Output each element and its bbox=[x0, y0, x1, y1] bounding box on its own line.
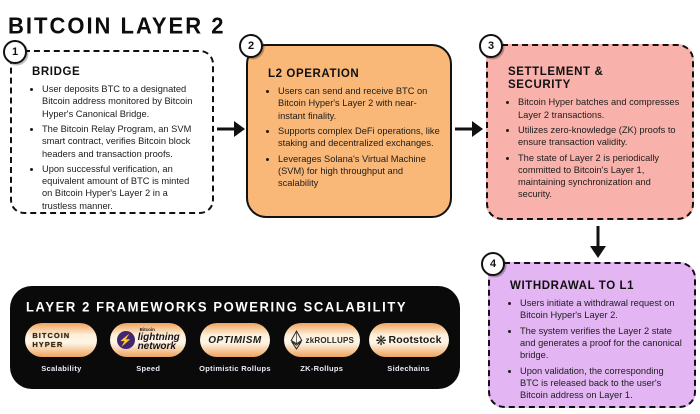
rootstock-logo-pill: ❋ Rootstock bbox=[368, 323, 449, 357]
arrow-step2-to-step3 bbox=[455, 121, 483, 137]
bullet: Upon successful verification, an equival… bbox=[42, 163, 202, 212]
rootstock-rosette-icon: ❋ bbox=[375, 332, 387, 348]
step-title-bridge: BRIDGE bbox=[32, 66, 81, 78]
framework-label-scalability: Scalability bbox=[41, 364, 82, 373]
bullet: Bitcoin Hyper batches and compresses Lay… bbox=[518, 96, 682, 121]
framework-label-zk-rollups: ZK-Rollups bbox=[300, 364, 344, 373]
step-box-withdrawal: 4 WITHDRAWAL TO L1 Users initiate a with… bbox=[481, 252, 696, 408]
step-box-bridge: 1 BRIDGE User deposits BTC to a designat… bbox=[3, 40, 214, 214]
lightning-network-logo-pill: ⚡ Bitcoin lightning network bbox=[110, 323, 187, 357]
step-number-badge-1: 1 bbox=[3, 40, 27, 64]
lightning-bolt-icon: ⚡ bbox=[116, 331, 135, 349]
step-number-badge-4: 4 bbox=[481, 252, 505, 276]
framework-item-lightning-network: ⚡ Bitcoin lightning network Speed bbox=[105, 323, 192, 373]
rootstock-wordmark: Rootstock bbox=[388, 334, 442, 346]
step-title-settlement-security: SETTLEMENT & SECURITY bbox=[508, 66, 604, 92]
bullet: The system verifies the Layer 2 state an… bbox=[520, 325, 684, 362]
bullet: The state of Layer 2 is periodically com… bbox=[518, 152, 682, 201]
bullet: Leverages Solana's Virtual Machine (SVM)… bbox=[278, 153, 440, 190]
bullet: Users initiate a withdrawal request on B… bbox=[520, 297, 684, 322]
bullet: Supports complex DeFi operations, like s… bbox=[278, 125, 440, 150]
frameworks-panel-title: LAYER 2 FRAMEWORKS POWERING SCALABILITY bbox=[26, 299, 408, 315]
arrow-step3-to-step4 bbox=[590, 226, 606, 258]
framework-pill-row: BITCOIN HYPER Scalability ⚡ Bitcoin ligh… bbox=[10, 323, 460, 373]
lightning-small-text: Bitcoin bbox=[139, 327, 155, 333]
step-bullets-withdrawal: Users initiate a withdrawal request on B… bbox=[504, 297, 684, 401]
step-title-l2-operation: L2 OPERATION bbox=[268, 68, 360, 80]
step-title-withdrawal: WITHDRAWAL TO L1 bbox=[510, 280, 635, 292]
framework-item-optimism: OPTIMISM Optimistic Rollups bbox=[192, 323, 279, 373]
step-box-settlement-security: 3 SETTLEMENT & SECURITY Bitcoin Hyper ba… bbox=[479, 34, 694, 220]
zk-rollups-logo-pill: zkROLLUPS bbox=[283, 323, 360, 357]
bullet: The Bitcoin Relay Program, an SVM smart … bbox=[42, 123, 202, 160]
step-bullets-settlement-security: Bitcoin Hyper batches and compresses Lay… bbox=[502, 96, 682, 200]
bullet: Users can send and receive BTC on Bitcoi… bbox=[278, 85, 440, 122]
step-bullets-l2-operation: Users can send and receive BTC on Bitcoi… bbox=[262, 85, 440, 189]
step-box-l2-operation: 2 L2 OPERATION Users can send and receiv… bbox=[239, 34, 452, 218]
zk-rollups-wordmark: zkROLLUPS bbox=[305, 335, 355, 345]
bullet: Utilizes zero-knowledge (ZK) proofs to e… bbox=[518, 124, 682, 149]
bitcoin-hyper-logo-pill: BITCOIN HYPER bbox=[25, 323, 98, 357]
framework-label-optimistic-rollups: Optimistic Rollups bbox=[199, 364, 271, 373]
bullet: Upon validation, the corresponding BTC i… bbox=[520, 365, 684, 402]
arrow-step1-to-step2 bbox=[217, 121, 245, 137]
step-number-badge-3: 3 bbox=[479, 34, 503, 58]
lightning-network-wordmark: Bitcoin lightning network bbox=[138, 328, 180, 352]
ethereum-diamond-icon bbox=[290, 330, 302, 350]
framework-label-speed: Speed bbox=[136, 364, 161, 373]
optimism-wordmark: OPTIMISM bbox=[208, 334, 262, 346]
step-bullets-bridge: User deposits BTC to a designated Bitcoi… bbox=[26, 83, 202, 212]
framework-item-rootstock: ❋ Rootstock Sidechains bbox=[365, 323, 452, 373]
bullet: User deposits BTC to a designated Bitcoi… bbox=[42, 83, 202, 120]
frameworks-panel: LAYER 2 FRAMEWORKS POWERING SCALABILITY … bbox=[10, 286, 460, 389]
framework-item-zk-rollups: zkROLLUPS ZK-Rollups bbox=[278, 323, 365, 373]
framework-label-sidechains: Sidechains bbox=[387, 364, 430, 373]
framework-item-bitcoin-hyper: BITCOIN HYPER Scalability bbox=[18, 323, 105, 373]
bitcoin-hyper-wordmark: BITCOIN HYPER bbox=[32, 331, 71, 349]
step-number-badge-2: 2 bbox=[239, 34, 263, 58]
lightning-line1: lightning bbox=[137, 331, 180, 343]
lightning-line2: network bbox=[137, 341, 176, 353]
page-title: BITCOIN LAYER 2 bbox=[8, 12, 226, 39]
optimism-logo-pill: OPTIMISM bbox=[199, 323, 270, 357]
